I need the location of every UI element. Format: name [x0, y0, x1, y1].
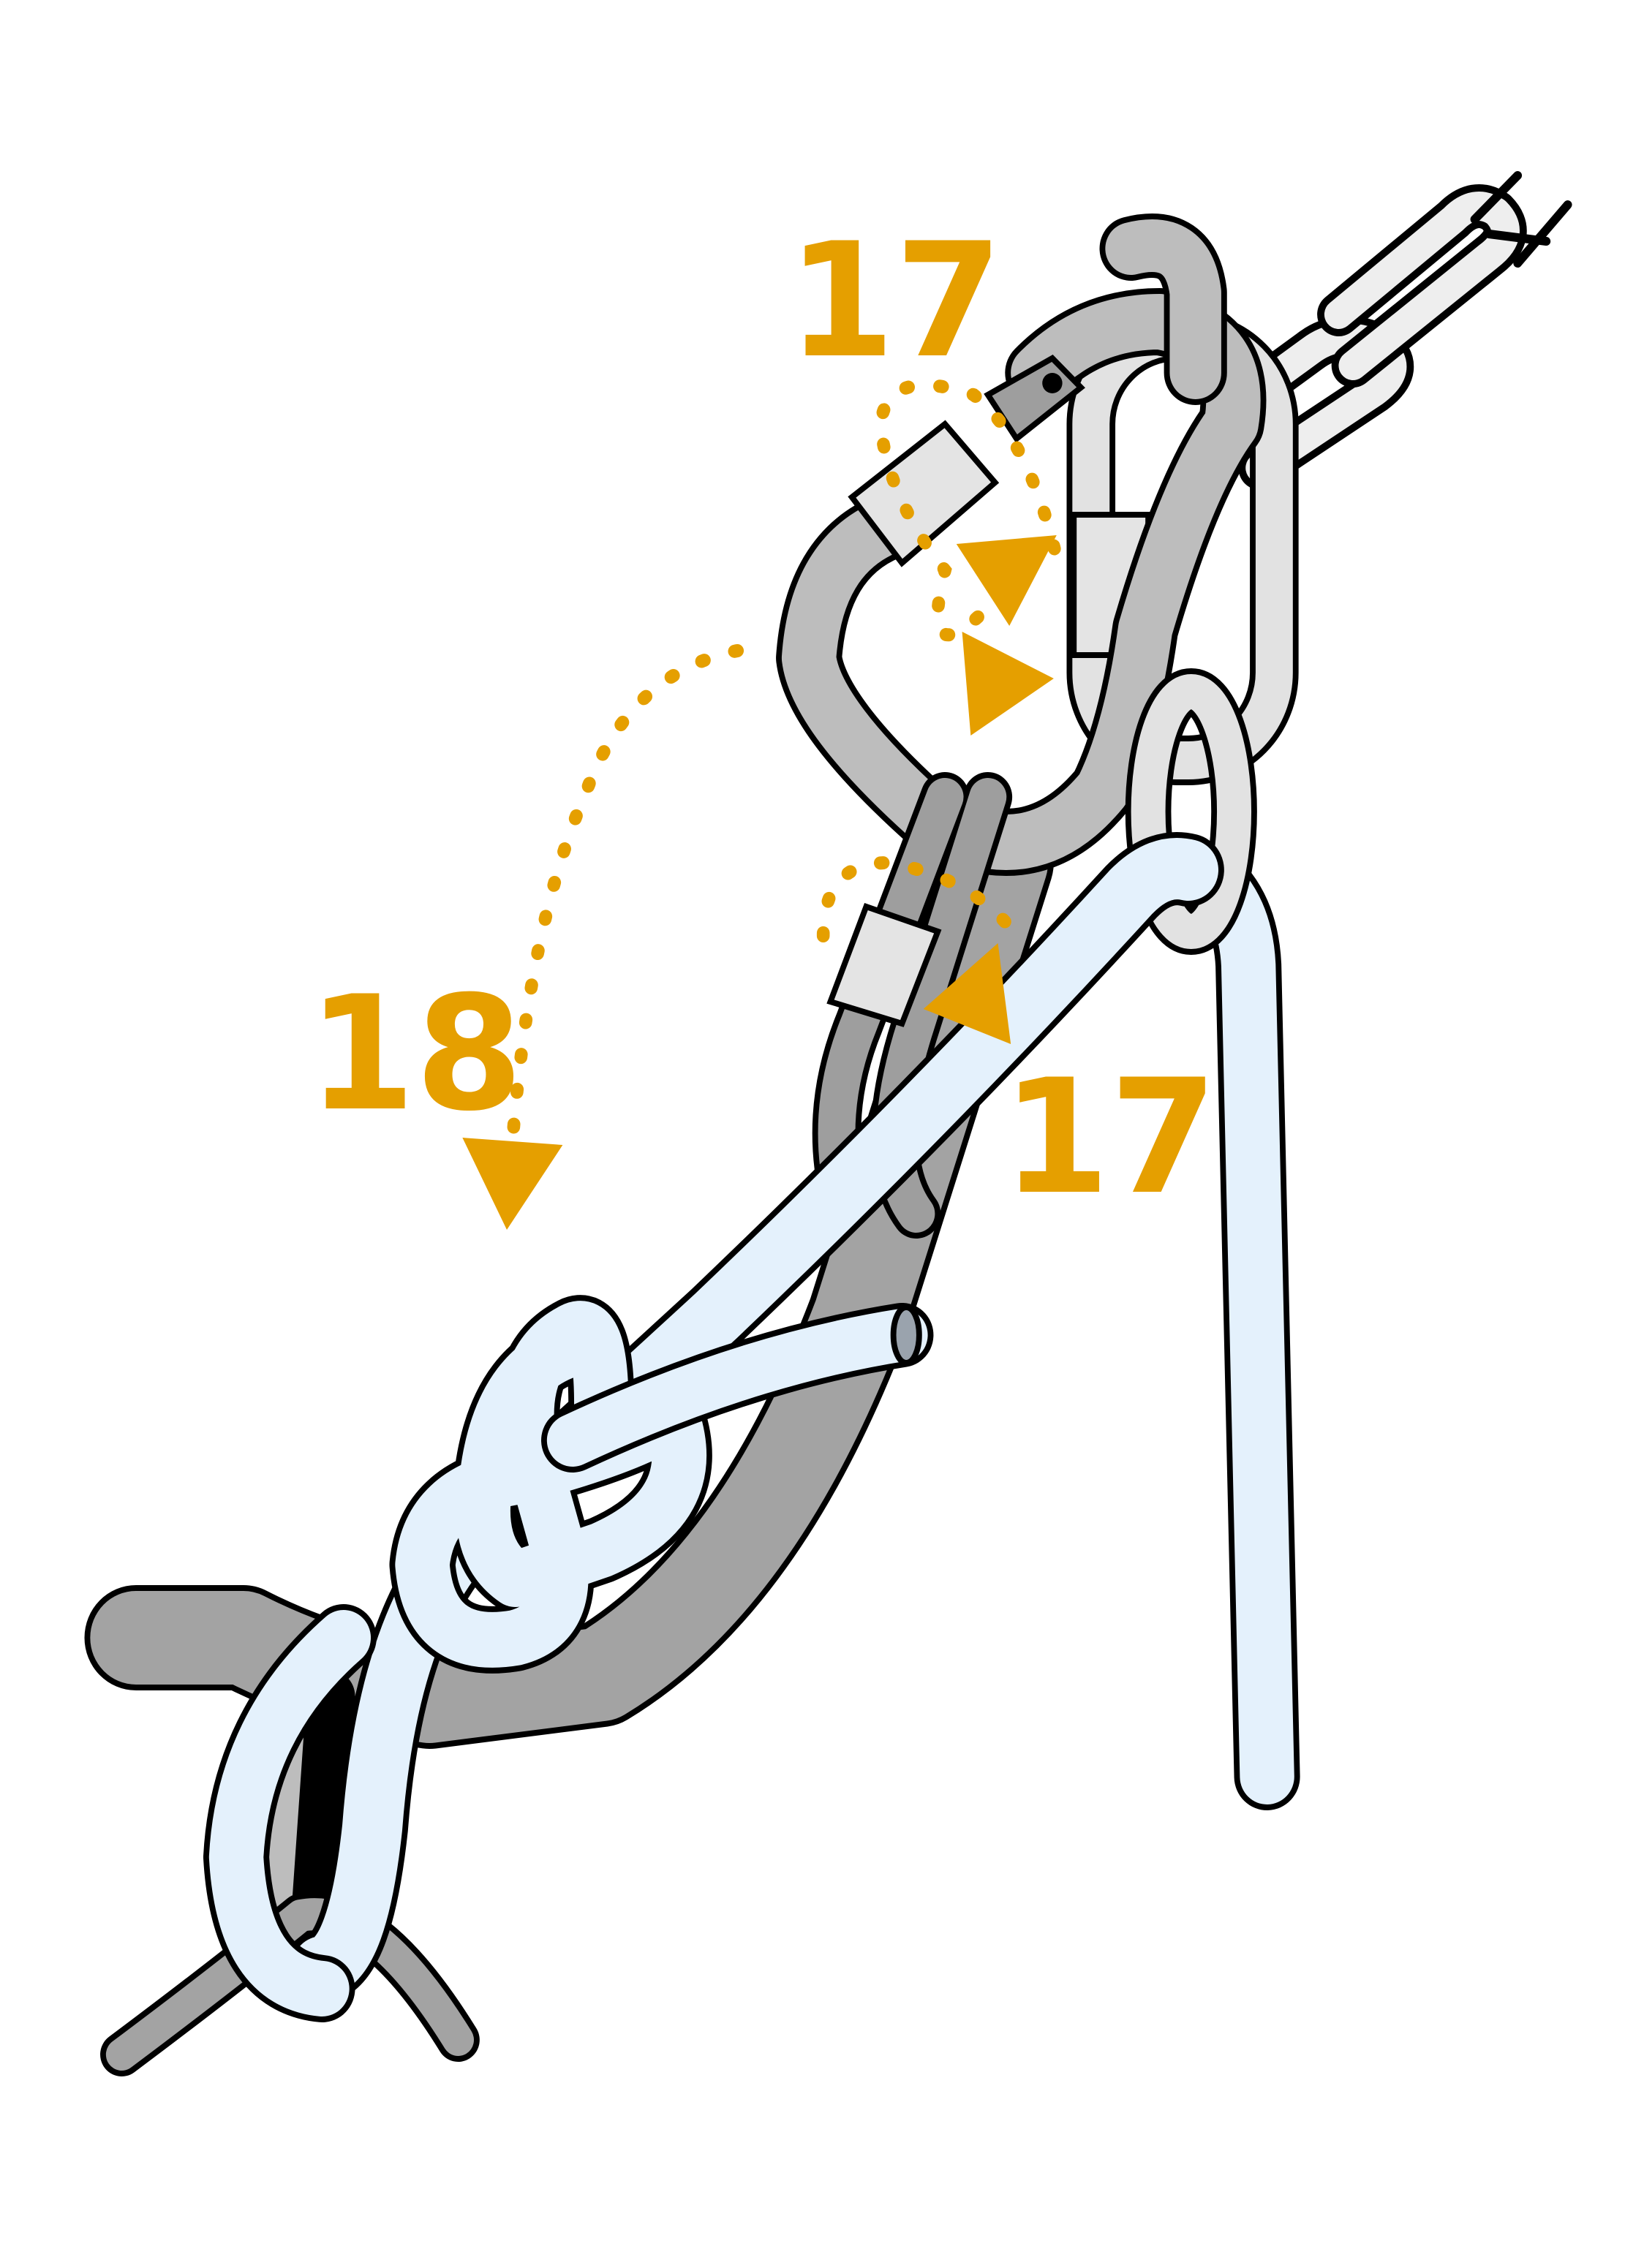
step-17-middle-arrow: [816, 855, 1023, 1044]
step-label-17-middle: 17: [1002, 1046, 1217, 1230]
rope-hanging-strand: [1177, 844, 1300, 1810]
step-17-top-arrow: [874, 378, 1066, 736]
step-18-arrow: [462, 644, 744, 1230]
main-carabiner: [776, 213, 1267, 876]
step-label-17-top: 17: [788, 210, 1003, 393]
anchor-chain: [1238, 171, 1572, 490]
step-label-18: 18: [308, 963, 523, 1146]
anchor-ring: [1125, 668, 1257, 955]
figure-eight-knot: [203, 1295, 934, 2022]
